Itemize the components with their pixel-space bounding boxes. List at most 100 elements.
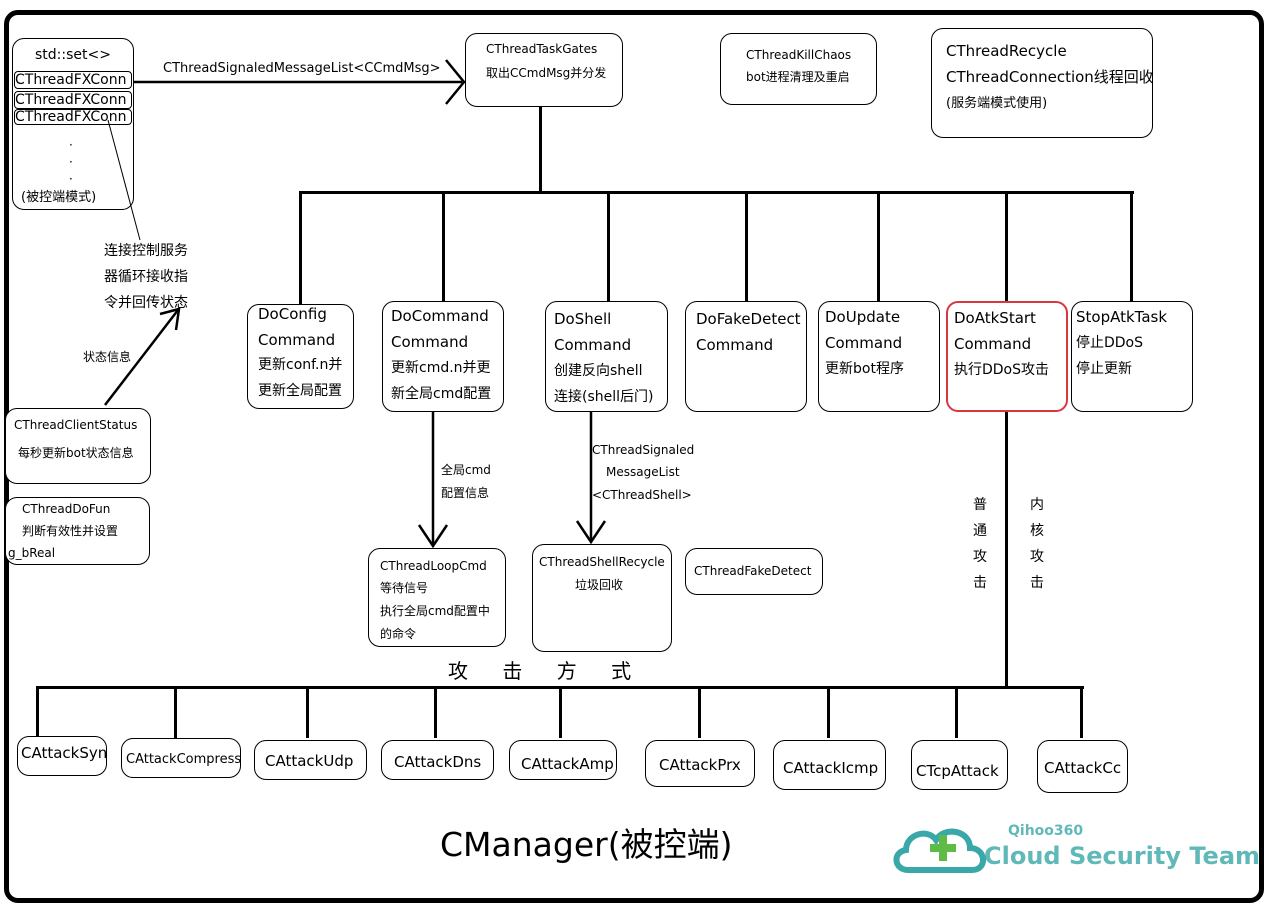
attack-syn-label: CAttackSyn <box>21 744 108 762</box>
fxconn-item-2: CThreadFXConn <box>14 91 132 109</box>
normal-attack-char-3: 攻 <box>973 549 987 565</box>
doconfig-line-2: Command <box>258 331 336 349</box>
arrow-head-note <box>159 307 181 331</box>
doatkstart-line-1: DoAtkStart <box>954 309 1036 327</box>
attack-dns-box: CAttackDns <box>381 740 494 780</box>
attack-cc-box: CAttackCc <box>1037 740 1128 793</box>
task-gates-box: CThreadTaskGates 取出CCmdMsg并分发 <box>465 33 623 107</box>
logo-line-2: Cloud Security Team <box>984 842 1261 870</box>
kill-chaos-box: CThreadKillChaos bot进程清理及重启 <box>720 33 877 105</box>
logo-line-1: Qihoo360 <box>1008 823 1084 839</box>
loop-note-line-1: 连接控制服务 <box>104 243 188 259</box>
task-gates-title: CThreadTaskGates <box>486 42 598 56</box>
shell-recycle-box: CThreadShellRecycle 垃圾回收 <box>532 544 672 652</box>
doshell-line-3: 创建反向shell <box>554 363 643 379</box>
doconfig-line-3: 更新conf.n并 <box>258 357 343 373</box>
docommand-line-2: Command <box>391 333 469 351</box>
doshell-line-2: Command <box>554 336 632 354</box>
thread-recycle-box: CThreadRecycle CThreadConnection线程回收 (服务… <box>931 28 1154 138</box>
shell-list-label-1: CThreadSignaled <box>592 443 695 457</box>
fxconn-item-1: CThreadFXConn <box>14 71 132 89</box>
command-bus-line <box>299 191 1134 194</box>
shell-recycle-line-1: CThreadShellRecycle <box>539 555 665 569</box>
std-set-box: std::set<> CThreadFXConn CThreadFXConn C… <box>12 38 134 210</box>
drop-doatkstart <box>1005 191 1008 301</box>
tcp-attack-box: CTcpAttack <box>911 740 1008 790</box>
fxconn-label-2: CThreadFXConn <box>15 92 127 108</box>
doupdate-line-1: DoUpdate <box>825 308 901 326</box>
drop-attack-cc <box>1080 686 1083 738</box>
shell-list-label-3: <CThreadShell> <box>592 488 692 502</box>
kernel-attack-char-1: 内 <box>1030 497 1044 513</box>
ellipsis-dot-1: · <box>69 138 73 152</box>
doconfig-command-box: DoConfig Command 更新conf.n并 更新全局配置 <box>247 304 354 409</box>
do-fun-line-1: CThreadDoFun <box>22 502 111 516</box>
dofakedetect-line-2: Command <box>696 336 774 354</box>
shell-recycle-line-2: 垃圾回收 <box>575 578 624 592</box>
attack-icmp-label: CAttackIcmp <box>783 759 879 777</box>
drop-attack-compress <box>174 686 177 738</box>
fxconn-label-1: CThreadFXConn <box>15 72 127 88</box>
docommand-line-3: 更新cmd.n并更 <box>391 360 491 376</box>
arrow-status-to-note <box>104 309 179 406</box>
fake-detect-label: CThreadFakeDetect <box>694 564 812 578</box>
task-gates-desc: 取出CCmdMsg并分发 <box>486 66 607 80</box>
attack-compress-label: CAttackCompress <box>126 752 242 767</box>
doshell-line-1: DoShell <box>554 310 612 328</box>
ellipsis-dot-2: · <box>69 155 73 169</box>
do-fun-line-2: 判断有效性并设置 <box>22 524 119 538</box>
doconfig-line-1: DoConfig <box>258 305 327 323</box>
docommand-command-box: DoCommand Command 更新cmd.n并更 新全局cmd配置 <box>382 301 504 412</box>
stopatktask-line-1: StopAtkTask <box>1076 308 1168 326</box>
stopatktask-command-box: StopAtkTask 停止DDoS 停止更新 <box>1071 301 1193 412</box>
drop-attack-udp <box>306 686 309 738</box>
attack-prx-label: CAttackPrx <box>659 756 741 774</box>
stopatktask-line-3: 停止更新 <box>1076 361 1132 377</box>
normal-attack-char-4: 击 <box>973 575 987 591</box>
fxconn-label-3: CThreadFXConn <box>15 109 127 125</box>
drop-tcp-attack <box>955 686 958 738</box>
kernel-attack-char-4: 击 <box>1030 575 1044 591</box>
recycle-line-2: CThreadConnection线程回收 <box>946 68 1154 86</box>
docommand-line-4: 新全局cmd配置 <box>391 386 492 402</box>
leader-fxconn-to-note <box>107 119 141 241</box>
gates-trunk-line <box>539 107 542 193</box>
attack-udp-box: CAttackUdp <box>254 740 367 780</box>
attack-methods-label: 攻 击 方 式 <box>448 659 646 683</box>
client-status-title: CThreadClientStatus <box>14 418 138 432</box>
doconfig-line-4: 更新全局配置 <box>258 383 342 399</box>
signaled-list-label: CThreadSignaledMessageList<CCmdMsg> <box>163 61 441 76</box>
footer-title: CManager(被控端) <box>440 825 733 864</box>
attack-udp-label: CAttackUdp <box>265 752 354 770</box>
kill-chaos-title: CThreadKillChaos <box>746 48 852 62</box>
arrow-head-recycle <box>575 520 607 545</box>
docommand-line-1: DoCommand <box>391 307 489 325</box>
attack-amp-label: CAttackAmp <box>521 755 614 773</box>
client-status-box: CThreadClientStatus 每秒更新bot状态信息 <box>5 408 151 484</box>
drop-stopatktask <box>1130 191 1133 301</box>
recycle-line-1: CThreadRecycle <box>946 42 1067 60</box>
dofakedetect-command-box: DoFakeDetect Command <box>685 301 807 412</box>
drop-attack-amp <box>559 686 562 738</box>
loop-cmd-line-2: 等待信号 <box>380 581 429 595</box>
ellipsis-dot-3: · <box>69 172 73 186</box>
normal-attack-char-1: 普 <box>973 497 987 513</box>
attack-cc-label: CAttackCc <box>1044 759 1122 777</box>
loop-cmd-line-3: 执行全局cmd配置中 <box>380 604 490 618</box>
arrow-head-loopcmd <box>417 524 449 549</box>
global-cmd-label-2: 配置信息 <box>441 486 490 500</box>
attack-amp-box: CAttackAmp <box>509 740 617 780</box>
kernel-attack-char-3: 攻 <box>1030 549 1044 565</box>
atkstart-trunk-line <box>1005 412 1008 688</box>
kill-chaos-desc: bot进程清理及重启 <box>746 70 850 84</box>
drop-dofakedetect <box>745 191 748 301</box>
cloud-plus-icon <box>893 828 986 873</box>
global-cmd-label-1: 全局cmd <box>441 463 491 477</box>
recycle-line-3: (服务端模式使用) <box>946 96 1048 111</box>
attack-dns-label: CAttackDns <box>394 753 482 771</box>
drop-attack-dns <box>434 686 437 738</box>
doatkstart-line-2: Command <box>954 335 1032 353</box>
kernel-attack-char-2: 核 <box>1030 523 1044 539</box>
do-fun-box: CThreadDoFun 判断有效性并设置 g_bReal <box>5 497 150 565</box>
drop-doshell <box>607 191 610 301</box>
